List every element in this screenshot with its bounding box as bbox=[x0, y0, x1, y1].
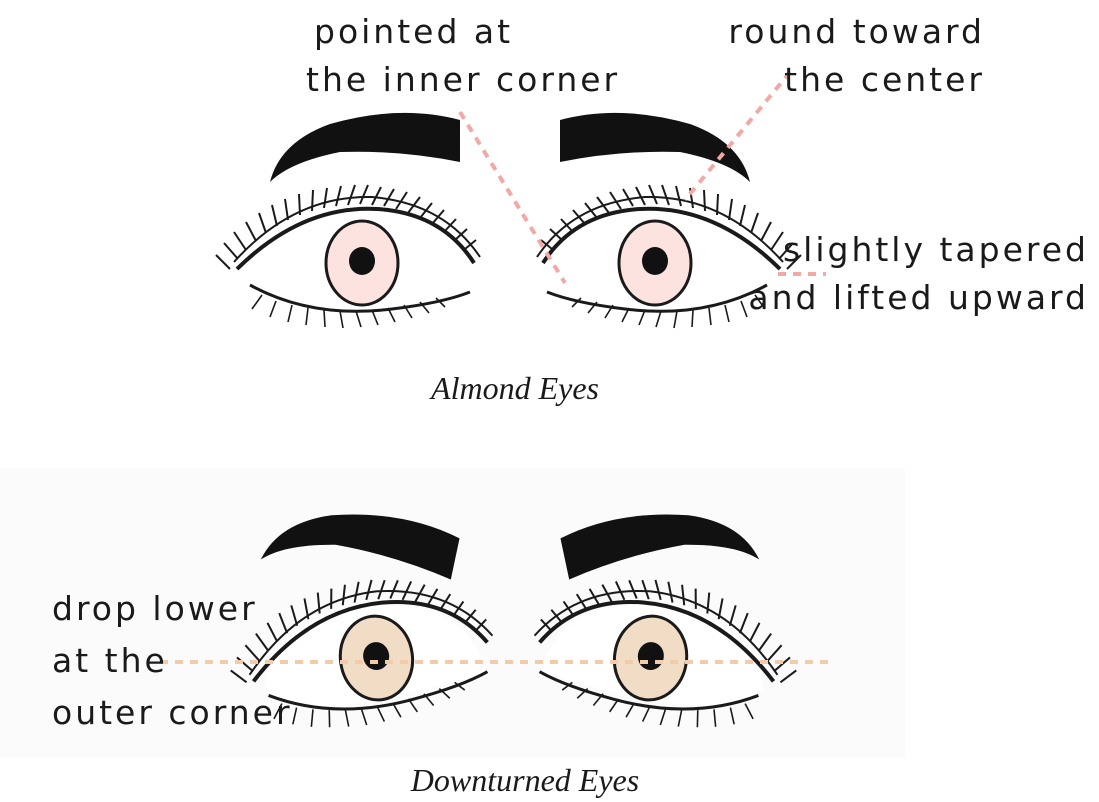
almond-outer-label-line1: slightly tapered bbox=[783, 226, 1089, 274]
guide-inner-corner bbox=[460, 112, 565, 283]
almond-outer-label-line2: and lifted upward bbox=[748, 274, 1089, 322]
almond-caption: Almond Eyes bbox=[330, 370, 700, 407]
downturned-label-line3: outer corner bbox=[52, 689, 293, 737]
almond-inner-corner-label-line1: pointed at bbox=[314, 8, 513, 56]
downturned-label-line1: drop lower bbox=[52, 585, 258, 633]
almond-center-label-line1: round toward bbox=[728, 8, 985, 56]
almond-right-eyebrow-icon bbox=[560, 113, 750, 182]
downturned-caption: Downturned Eyes bbox=[320, 762, 730, 799]
almond-center-label-line2: the center bbox=[784, 56, 985, 104]
almond-left-eyebrow-icon bbox=[270, 113, 460, 182]
downturned-label-line2: at the bbox=[52, 637, 168, 685]
almond-inner-corner-label-line2: the inner corner bbox=[306, 56, 620, 104]
almond-left-eye-icon bbox=[216, 185, 480, 328]
